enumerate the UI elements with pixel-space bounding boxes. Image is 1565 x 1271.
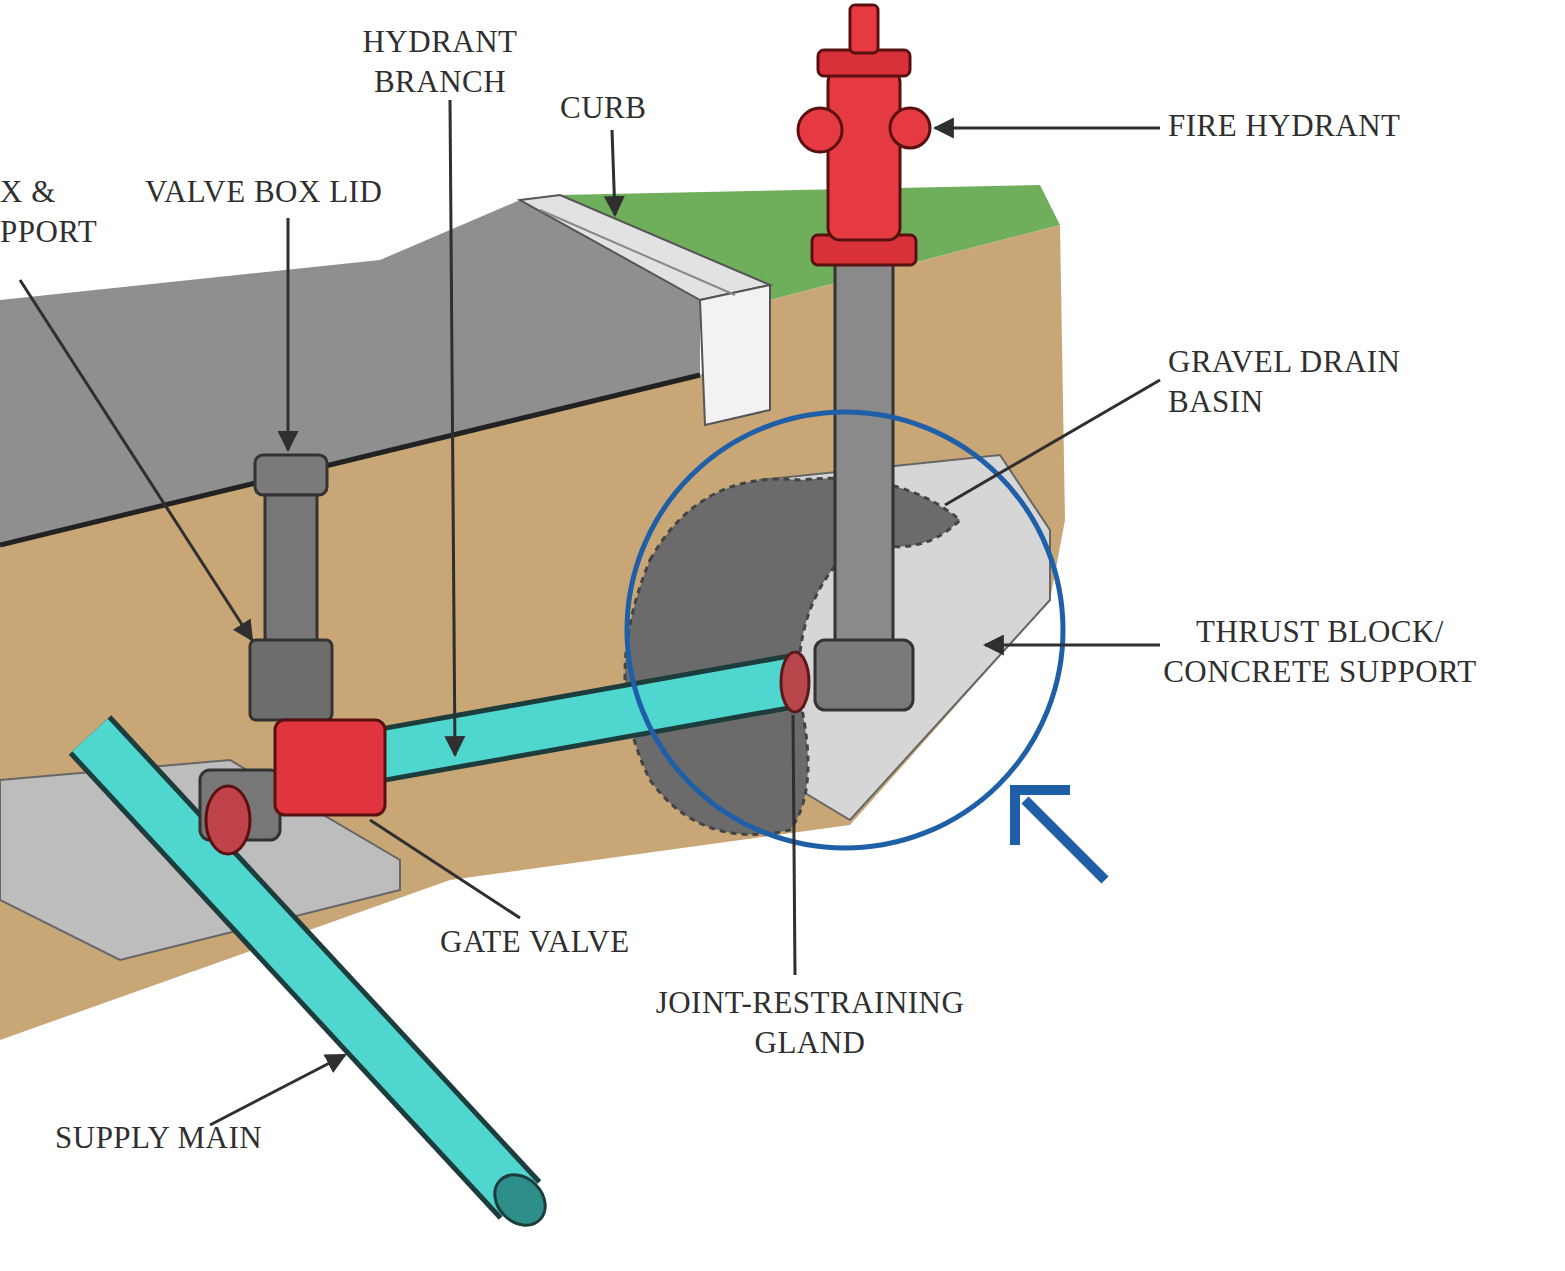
restraining-gland [781, 652, 809, 712]
part-label: THRUST BLOCK/ CONCRETE SUPPORT [1120, 612, 1520, 692]
part-label: X & PPORT [0, 172, 130, 252]
part-label: HYDRANT BRANCH [330, 22, 550, 102]
part-label: VALVE BOX LID [145, 172, 445, 212]
road-edge [0, 375, 700, 545]
hydrant-nozzle [890, 108, 930, 148]
callout-circle [627, 412, 1063, 848]
callout-arrowhead [1015, 790, 1070, 845]
curb-line [540, 210, 735, 295]
part-label: GRAVEL DRAIN BASIN [1168, 342, 1468, 422]
part-label: JOINT-RESTRAINING GLAND [610, 983, 1010, 1063]
leader-line [985, 644, 1160, 647]
pipe-flange [206, 786, 250, 854]
leader-line [450, 100, 455, 755]
valve-box [265, 495, 317, 645]
hydrant-riser [835, 255, 893, 675]
curb-top [520, 195, 770, 300]
gate-valve [275, 720, 385, 815]
valve-box-lid [255, 455, 327, 495]
hydrant-shoe [815, 640, 913, 710]
leader-line [287, 218, 290, 450]
leader-line [612, 130, 615, 215]
hydrant-branch-pipe [380, 680, 800, 755]
part-label: SUPPLY MAIN [55, 1118, 355, 1158]
operating-nut [850, 5, 878, 53]
branch-outline [380, 680, 800, 755]
leader-line [793, 715, 795, 975]
leader-line [370, 820, 520, 918]
part-label: GATE VALVE [440, 922, 700, 962]
leader-line [935, 127, 1160, 130]
part-label: CURB [560, 88, 690, 128]
part-label: FIRE HYDRANT [1168, 106, 1498, 146]
leader-line [20, 280, 252, 640]
hydrant-body [828, 70, 900, 240]
valve-box-base [250, 640, 332, 720]
soil [0, 225, 1065, 1040]
leader-line [210, 1055, 345, 1125]
leader-lines [20, 100, 1160, 1125]
callout-arrow [1025, 800, 1105, 880]
leader-line [945, 380, 1160, 505]
curb-face [700, 285, 770, 425]
hydrant-nozzle [798, 108, 842, 152]
pipe-end [485, 1165, 556, 1236]
